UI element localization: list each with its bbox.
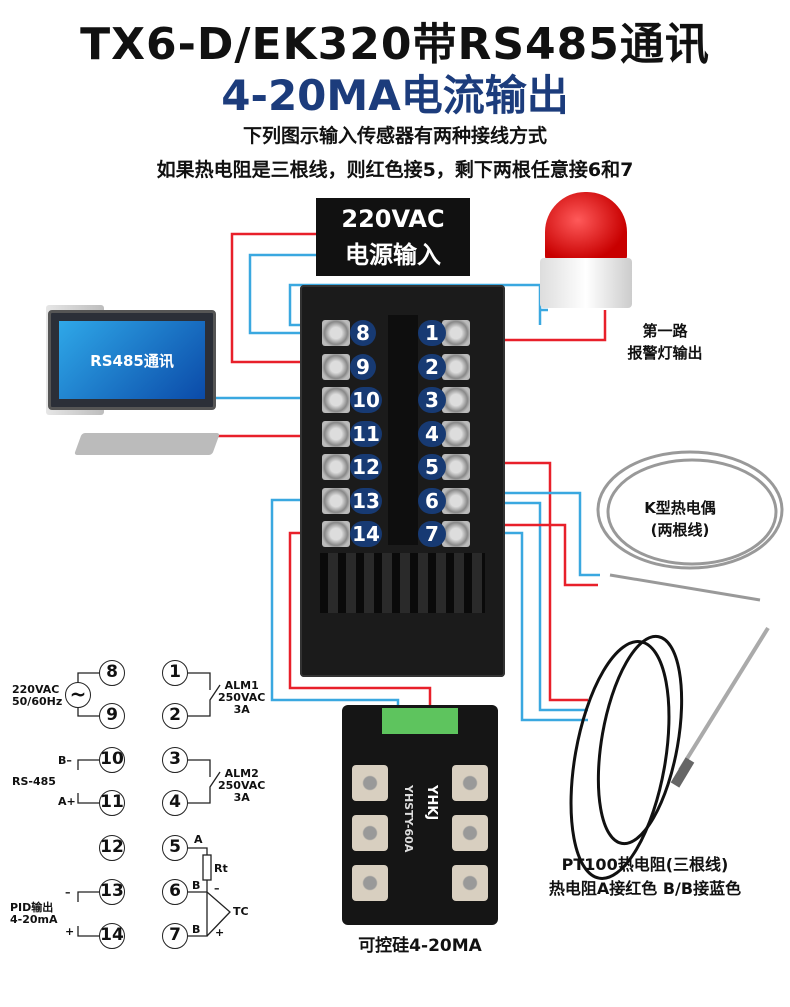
wire-t6-blue-pt	[470, 501, 588, 712]
terminal-screw	[322, 353, 350, 380]
schematic-terminal: 13	[99, 879, 125, 905]
scr-module: YHSTY-60A YHKJ	[342, 705, 498, 925]
computer-label: RS485通讯	[59, 321, 205, 399]
scr-control-terminal	[382, 708, 458, 734]
schematic-terminal: 9	[99, 703, 125, 729]
sch-tc-minus: –	[214, 882, 220, 895]
terminal-label: 9	[350, 353, 376, 380]
power-label: 电源输入	[345, 241, 441, 269]
terminal-label: 5	[418, 454, 446, 480]
terminal-label: 3	[418, 387, 446, 413]
scr-brand: YHKJ	[424, 785, 439, 821]
schematic-terminal: 5	[162, 835, 188, 861]
schematic-terminal: 2	[162, 703, 188, 729]
terminal-label: 12	[350, 454, 382, 480]
terminal-label: 13	[350, 487, 382, 514]
monitor-icon: RS485通讯	[48, 310, 216, 410]
terminal-screw	[442, 320, 470, 346]
terminal-label: 7	[418, 521, 446, 547]
title-line1: TX6-D/EK320带RS485通讯	[80, 19, 710, 70]
schematic-terminal: 1	[162, 660, 188, 686]
pt100-label: PT100热电阻(三根线) 热电阻A接红色 B/B接蓝色	[520, 853, 770, 901]
scr-model: YHSTY-60A	[402, 785, 415, 853]
keyboard-icon	[73, 433, 221, 455]
schematic-terminal: 4	[162, 790, 188, 816]
schematic-terminal: 10	[99, 747, 125, 773]
subtitle-line1: 下列图示输入传感器有两种接线方式	[242, 125, 547, 147]
controller-body	[300, 285, 505, 677]
sch-a: A	[194, 833, 203, 846]
power-voltage: 220VAC	[341, 205, 445, 233]
terminal-screw	[322, 487, 350, 514]
terminal-label: 1	[418, 320, 446, 346]
alarm-lamp-line1: 第一路	[642, 322, 688, 340]
pt100-line1: PT100热电阻(三根线)	[561, 855, 729, 874]
schematic-terminal: 7	[162, 923, 188, 949]
alarm-lamp-label: 第一路 报警灯输出	[625, 320, 705, 364]
alarm-lamp-line2: 报警灯输出	[627, 344, 703, 362]
terminal-label: 4	[418, 420, 446, 447]
schematic-terminal: 11	[99, 790, 125, 816]
pt100-line2: 热电阻A接红色 B/B接蓝色	[548, 879, 742, 898]
terminal-screw	[442, 353, 470, 380]
thermocouple-label: K型热电偶 (两根线)	[630, 497, 730, 541]
power-input-box: 220VAC 电源输入	[316, 198, 470, 276]
wire-t6-blue	[470, 491, 600, 577]
terminal-screw	[442, 387, 470, 413]
terminal-label: 8	[350, 320, 376, 346]
terminal-screw	[442, 454, 470, 480]
schematic-terminal: 3	[162, 747, 188, 773]
sch-b1: B	[192, 879, 201, 892]
sch-rs485: RS-485	[12, 775, 56, 788]
terminal-screw	[322, 521, 350, 547]
wire-power-blue	[248, 253, 330, 335]
schematic-terminal: 12	[99, 835, 125, 861]
sch-pid-minus: –	[65, 886, 71, 899]
terminal-label: 2	[418, 353, 446, 380]
title-line2: 4-20MA电流输出	[221, 71, 569, 120]
terminal-label: 6	[418, 487, 446, 514]
scr-label: 可控硅4-20MA	[358, 936, 482, 956]
sch-tc: TC	[233, 905, 249, 918]
sch-tc-plus: +	[215, 926, 225, 939]
terminal-screw	[442, 487, 470, 514]
terminal-screw	[442, 521, 470, 547]
terminal-label: 11	[350, 420, 382, 447]
wire-t7-red	[470, 523, 598, 587]
wire-lamp-red	[470, 310, 607, 342]
vent-grille	[320, 553, 485, 613]
terminal-label: 10	[350, 387, 382, 413]
wire-t5-red	[470, 461, 588, 702]
terminal-screw	[442, 420, 470, 447]
sch-pid-plus: +	[65, 925, 75, 938]
terminal-label: 14	[350, 521, 382, 547]
schematic-terminal: 6	[162, 879, 188, 905]
thermocouple-cable	[596, 450, 784, 602]
subtitle-line2: 如果热电阻是三根线，则红色接5，剩下两根任意接6和7	[156, 159, 634, 181]
terminal-screw	[322, 320, 350, 346]
sch-a-plus: A+	[58, 795, 76, 808]
alarm-lamp-base	[540, 258, 632, 308]
thermocouple-line1: K型热电偶	[644, 499, 716, 517]
terminal-screw	[322, 454, 350, 480]
pt100-cable	[569, 626, 770, 880]
ac-source-icon: ~	[65, 682, 91, 708]
sch-rt: Rt	[214, 862, 228, 875]
alarm-lamp-icon	[545, 192, 627, 262]
terminal-screw	[322, 420, 350, 447]
schematic-terminal: 14	[99, 923, 125, 949]
terminal-screw	[322, 387, 350, 413]
wire-power-red	[230, 232, 330, 364]
sch-b2: B	[192, 923, 201, 936]
sch-b-minus: B–	[58, 754, 72, 767]
thermocouple-line2: (两根线)	[650, 521, 710, 539]
schematic-terminal: 8	[99, 660, 125, 686]
